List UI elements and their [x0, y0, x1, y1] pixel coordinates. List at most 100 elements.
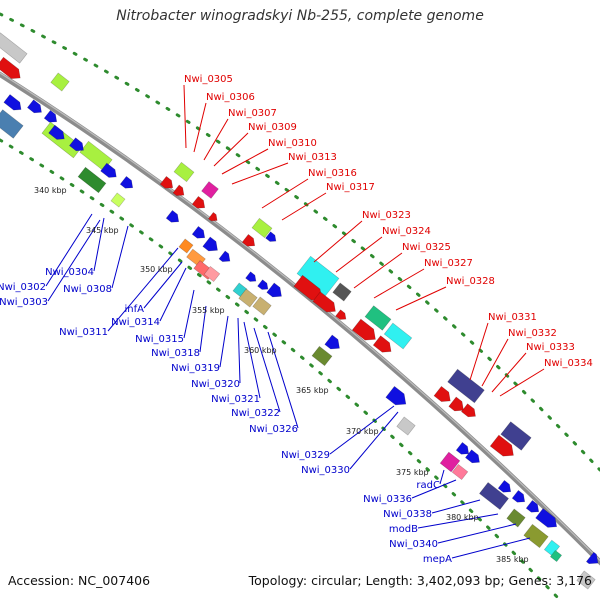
leader-Nwi_0322 [253, 327, 281, 413]
gene-label-Nwi_0332: Nwi_0332 [508, 328, 557, 339]
gene-feature-62 [479, 482, 509, 510]
leader-Nwi_0316 [261, 178, 309, 209]
leader-modB [417, 513, 499, 529]
gene-feature-27 [178, 238, 194, 254]
gene-label-Nwi_0302: Nwi_0302 [0, 282, 46, 293]
gene-feature-5 [26, 99, 42, 114]
tick-label-370-kbp: 370 kbp [346, 427, 379, 436]
tick-label-385-kbp: 385 kbp [496, 555, 529, 564]
gene-feature-20 [191, 195, 206, 209]
gene-label-radC: radC [416, 480, 440, 491]
gene-feature-12 [100, 162, 117, 178]
gene-label-Nwi_0317: Nwi_0317 [326, 182, 375, 193]
gene-feature-25 [265, 231, 277, 242]
tick-label-365-kbp: 365 kbp [296, 386, 329, 395]
gene-feature-38 [266, 282, 282, 298]
leader-Nwi_0317 [281, 192, 327, 221]
leader-Nwi_0326 [267, 331, 299, 429]
gene-feature-57 [489, 434, 514, 457]
gene-label-Nwi_0340: Nwi_0340 [389, 539, 438, 550]
tick-label-360-kbp: 360 kbp [244, 346, 277, 355]
leader-Nwi_0336 [411, 479, 457, 499]
leader-Nwi_0307 [203, 118, 229, 161]
gene-label-Nwi_0331: Nwi_0331 [488, 312, 537, 323]
gene-label-Nwi_0306: Nwi_0306 [206, 92, 255, 103]
gene-feature-46 [351, 318, 376, 341]
gene-feature-6 [43, 109, 58, 123]
tick-label-355-kbp: 355 kbp [192, 306, 225, 315]
leader-Nwi_0306 [193, 102, 207, 153]
gene-feature-45 [383, 322, 413, 350]
gene-label-Nwi_0308: Nwi_0308 [63, 284, 112, 295]
gene-label-Nwi_0314: Nwi_0314 [111, 317, 160, 328]
leader-Nwi_0329 [329, 405, 395, 455]
gene-feature-14 [77, 166, 107, 194]
leader-Nwi_0311 [107, 247, 179, 332]
gene-feature-2 [0, 56, 21, 79]
gene-label-Nwi_0323: Nwi_0323 [362, 210, 411, 221]
gene-feature-49 [324, 334, 340, 350]
gene-feature-47 [372, 335, 392, 353]
gene-feature-54 [385, 385, 407, 406]
gene-feature-21 [207, 211, 218, 222]
leader-Nwi_0323 [313, 220, 363, 263]
gene-label-Nwi_0334: Nwi_0334 [544, 358, 593, 369]
leader-Nwi_0318 [199, 305, 207, 353]
gene-feature-56 [500, 421, 532, 451]
gene-label-Nwi_0333: Nwi_0333 [526, 342, 575, 353]
tick-label-380-kbp: 380 kbp [446, 513, 479, 522]
leader-Nwi_0324 [335, 236, 383, 273]
gene-feature-23 [191, 225, 206, 239]
leader-Nwi_0328 [395, 286, 447, 311]
leader-Nwi_0310 [221, 148, 269, 175]
leader-Nwi_0333 [491, 352, 527, 393]
leader-Nwi_0308 [111, 225, 129, 289]
tick-label-340-kbp: 340 kbp [34, 186, 67, 195]
gene-label-Nwi_0326: Nwi_0326 [249, 424, 298, 435]
leader-Nwi_0305 [183, 84, 187, 149]
gene-feature-52 [448, 396, 464, 412]
gene-feature-50 [447, 368, 485, 404]
gene-feature-64 [511, 489, 526, 503]
leader-Nwi_0320 [237, 317, 241, 384]
gene-label-Nwi_0310: Nwi_0310 [268, 138, 317, 149]
gene-feature-36 [238, 288, 258, 308]
gene-feature-71 [585, 551, 599, 565]
gene-feature-43 [335, 309, 347, 320]
leader-Nwi_0327 [373, 268, 425, 299]
leader-radC [439, 469, 445, 485]
tick-dots-1 [0, 12, 600, 472]
gene-feature-53 [460, 403, 476, 418]
gene-feature-26 [241, 233, 256, 247]
gene-label-Nwi_0325: Nwi_0325 [402, 242, 451, 253]
gene-label-Nwi_0322: Nwi_0322 [231, 408, 280, 419]
gene-feature-61 [464, 449, 480, 464]
tick-label-350-kbp: 350 kbp [140, 265, 173, 274]
gene-feature-11 [68, 137, 84, 152]
gene-label-Nwi_0304: Nwi_0304 [45, 267, 94, 278]
topology-text: Topology: circular; Length: 3,402,093 bp… [248, 573, 592, 588]
gene-feature-1 [0, 32, 28, 64]
tick-label-345-kbp: 345 kbp [86, 226, 119, 235]
gene-label-Nwi_0307: Nwi_0307 [228, 108, 277, 119]
leader-Nwi_0325 [353, 252, 403, 289]
gene-feature-60 [451, 463, 469, 481]
gene-feature-67 [506, 508, 526, 528]
gene-label-Nwi_0319: Nwi_0319 [171, 363, 220, 374]
gene-feature-16 [173, 161, 195, 183]
gene-feature-44 [364, 305, 392, 331]
gene-label-Nwi_0321: Nwi_0321 [211, 394, 260, 405]
gene-label-infA: infA [125, 304, 145, 315]
gene-feature-68 [523, 523, 549, 549]
gene-label-Nwi_0315: Nwi_0315 [135, 334, 184, 345]
gene-feature-30 [218, 250, 231, 262]
gene-label-Nwi_0305: Nwi_0305 [184, 74, 233, 85]
leader-Nwi_0315 [183, 289, 195, 339]
gene-feature-17 [159, 175, 174, 189]
gene-label-modB: modB [389, 524, 418, 535]
gene-feature-3 [50, 72, 70, 92]
gene-feature-72 [576, 570, 596, 590]
gene-feature-32 [203, 265, 221, 283]
gene-feature-24 [251, 217, 273, 239]
leader-Nwi_0319 [219, 315, 229, 368]
